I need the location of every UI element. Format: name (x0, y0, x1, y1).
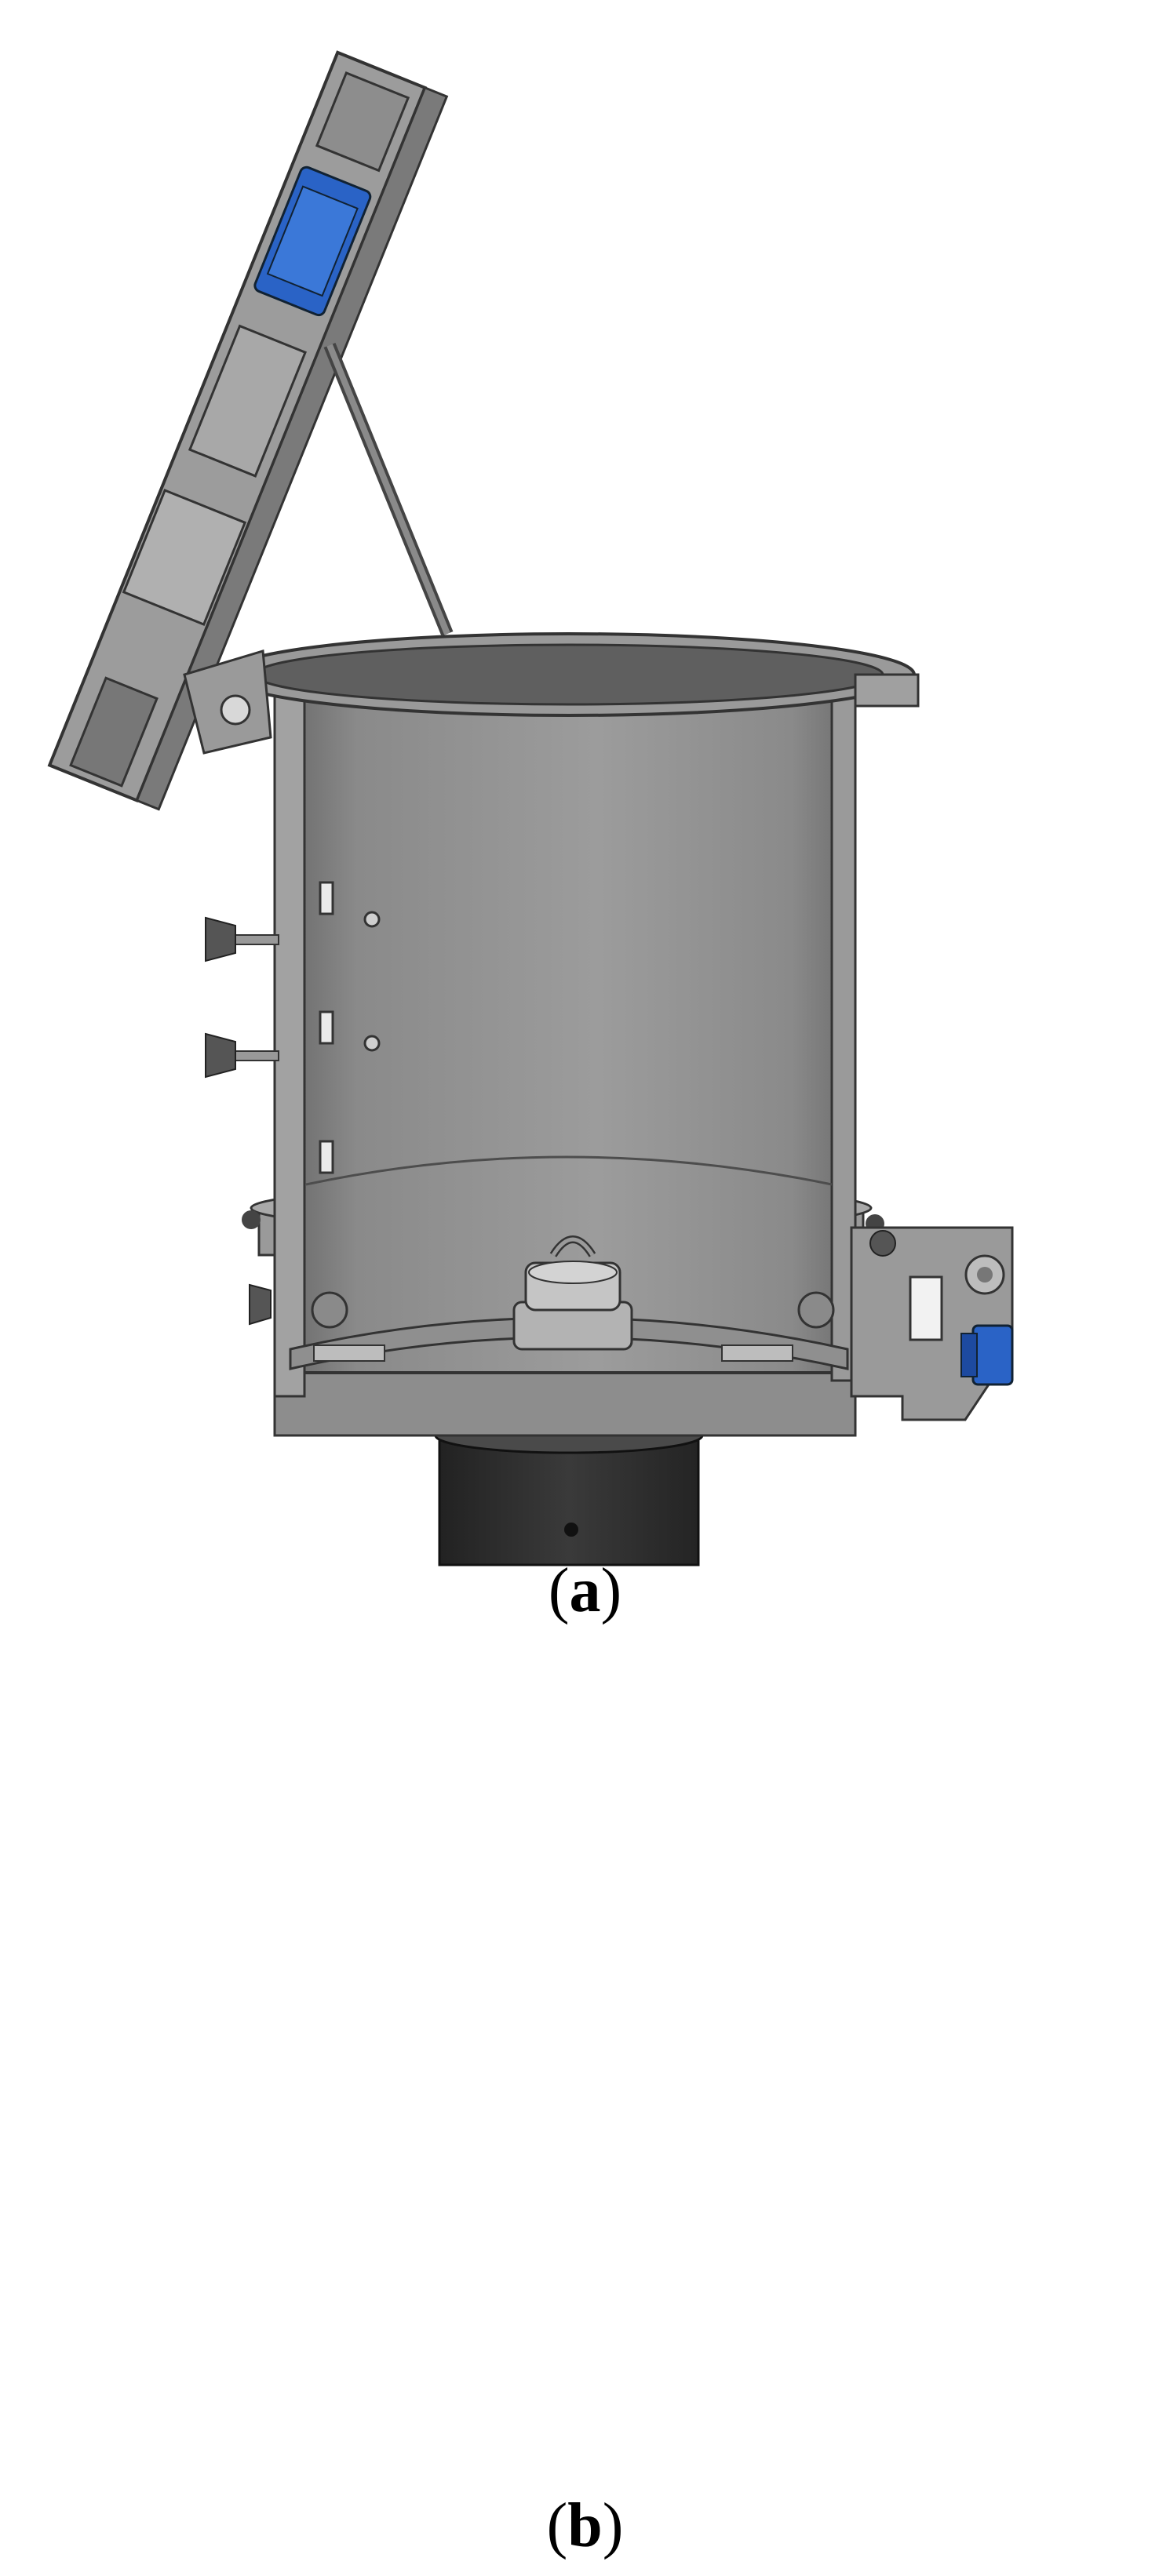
panel-a-open-vessel (47, 50, 1014, 1566)
tank-cylinder (222, 632, 920, 1398)
lid-hinge (183, 649, 272, 755)
blue-motor-a (960, 1324, 1014, 1386)
sensor-middle (205, 1032, 279, 1079)
side-sensors (205, 916, 279, 1326)
opened-lid (47, 50, 449, 811)
sensor-upper (205, 916, 279, 962)
gearbox-housing (850, 1226, 1014, 1421)
central-hub (289, 1235, 849, 1370)
sensor-lower (249, 1283, 272, 1326)
caption-panel-b: (b) (546, 2491, 624, 2560)
blue-motor-lid (253, 166, 372, 317)
caption-panel-a: (a) (548, 1556, 622, 1625)
